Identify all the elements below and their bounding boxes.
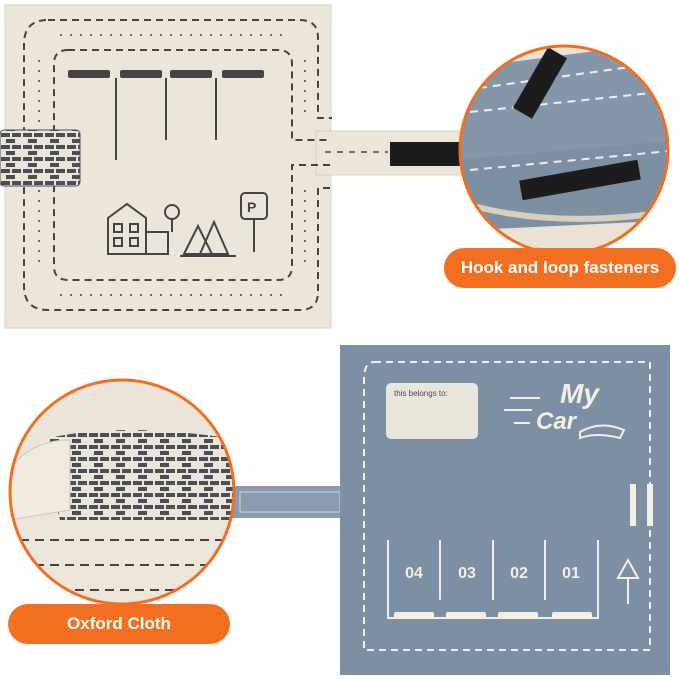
parking-slot-number: 04 — [405, 565, 423, 582]
parking-slot-number: 03 — [458, 565, 476, 582]
name-label-text: this belongs to: — [394, 389, 448, 398]
callout-oxford-cloth: Oxford Cloth — [8, 604, 230, 644]
parking-slot-number: 01 — [562, 565, 580, 582]
velcro-closeup-inset — [458, 44, 670, 256]
name-label-card: this belongs to: — [386, 383, 478, 439]
callout-hook-and-loop: Hook and loop fasteners — [444, 248, 676, 288]
logo-car: Car — [536, 408, 577, 435]
beige-road-mat: P — [0, 4, 495, 329]
parking-slot-number: 02 — [510, 565, 528, 582]
oxford-cloth-closeup-inset — [8, 378, 236, 606]
svg-text:P: P — [247, 199, 256, 215]
logo-my: My — [560, 378, 599, 409]
